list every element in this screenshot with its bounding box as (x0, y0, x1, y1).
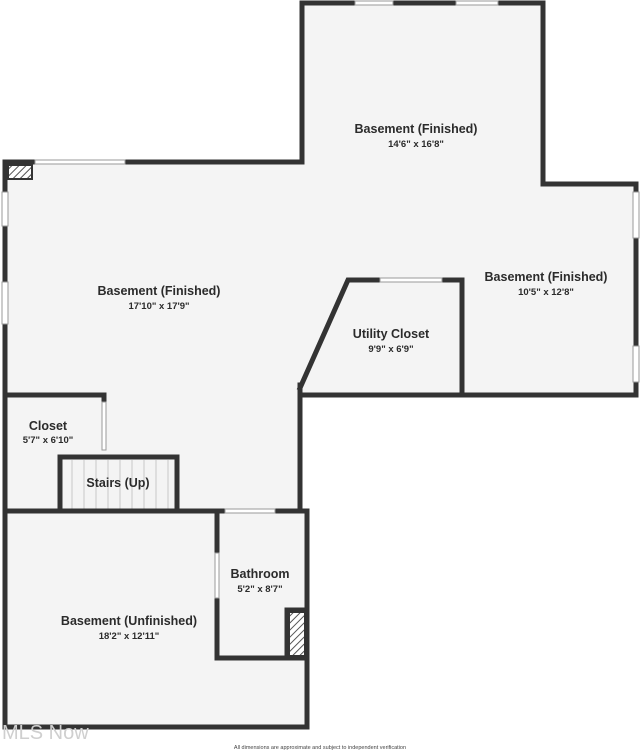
room-labels: Basement (Finished) 14'6" x 16'8" Baseme… (23, 122, 608, 642)
room-label-basement-right: Basement (Finished) (485, 270, 608, 284)
room-label-basement-top: Basement (Finished) (355, 122, 478, 136)
room-label-stairs: Stairs (Up) (86, 476, 149, 490)
watermark: MLS Now (2, 722, 89, 744)
room-label-basement-unfinished: Basement (Unfinished) (61, 614, 197, 628)
room-label-bathroom: Bathroom (230, 567, 289, 581)
stairs-treads (71, 460, 169, 510)
walls (2, 0, 639, 730)
room-dims-basement-top: 14'6" x 16'8" (388, 139, 444, 150)
room-label-basement-main: Basement (Finished) (98, 284, 221, 298)
room-dims-basement-right: 10'5" x 12'8" (518, 287, 574, 298)
disclaimer: All dimensions are approximate and subje… (233, 745, 407, 751)
floor-fill (5, 2, 637, 728)
room-dims-basement-unfinished: 18'2" x 12'11" (99, 631, 160, 642)
hatched-blocks (7, 164, 306, 657)
room-dims-bathroom: 5'2" x 8'7" (237, 584, 282, 595)
windows (1, 0, 640, 599)
room-label-closet: Closet (29, 419, 68, 433)
room-label-utility-closet: Utility Closet (353, 327, 430, 341)
room-dims-closet: 5'7" x 6'10" (23, 435, 74, 446)
room-dims-basement-main: 17'10" x 17'9" (128, 301, 189, 312)
room-dims-utility-closet: 9'9" x 6'9" (368, 344, 413, 355)
